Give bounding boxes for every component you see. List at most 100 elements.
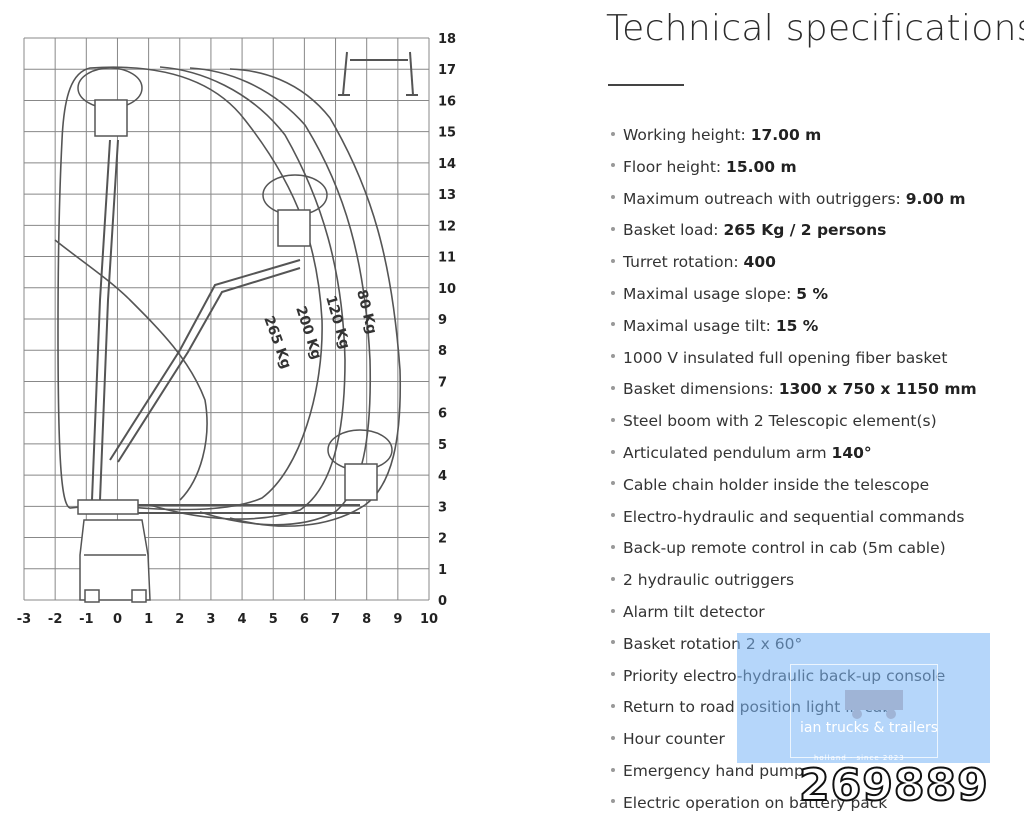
curve-200kg: [149, 66, 346, 520]
spec-label: 2 hydraulic outriggers: [623, 571, 795, 590]
y-tick-label: 7: [438, 375, 447, 390]
bullet-icon: [611, 258, 615, 263]
spec-label: Hour counter: [623, 730, 725, 749]
bullet-icon: [611, 354, 615, 359]
bullet-icon: [611, 608, 615, 613]
spec-label: Maximal usage tilt:: [623, 316, 776, 335]
y-tick-label: 4: [438, 469, 447, 484]
bullet-icon: [611, 576, 615, 581]
bullet-icon: [611, 322, 615, 327]
spec-value: 400: [743, 253, 776, 272]
y-tick-label: 13: [438, 188, 456, 203]
spec-value: 15 %: [775, 316, 819, 335]
spec-label: Emergency hand pump: [623, 762, 804, 780]
spec-label: Electro-hydraulic and sequential command…: [623, 507, 965, 526]
diagram-grid: [23, 37, 430, 601]
spec-label: Alarm tilt detector: [623, 603, 765, 621]
inner-curve: [54, 239, 208, 501]
spec-label: Cable chain holder inside the telescope: [623, 475, 930, 494]
curve-label-265: 265 Kg: [260, 314, 294, 371]
x-tick-label: 7: [331, 612, 340, 627]
title-divider: [608, 84, 684, 86]
curve-265kg: [57, 66, 323, 511]
bullet-icon: [611, 449, 615, 454]
y-tick-label: 16: [438, 94, 456, 109]
y-tick-label: 15: [438, 126, 456, 141]
spec-value: 265 Kg / 2 persons: [723, 221, 887, 240]
x-tick-label: 0: [113, 612, 122, 627]
x-tick-label: 4: [238, 612, 247, 627]
spec-item: Maximal usage slope: 5 %: [611, 285, 828, 303]
y-tick-label: 6: [438, 407, 447, 422]
bullet-icon: [611, 799, 615, 804]
spec-item: Maximum outreach with outriggers: 9.00 m: [611, 190, 966, 208]
basket-mid: [262, 174, 328, 247]
y-tick-label: 0: [438, 594, 447, 609]
truck-icon: [77, 499, 151, 603]
spec-item: Articulated pendulum arm 140°: [611, 444, 872, 462]
spec-item: Basket dimensions: 1300 x 750 x 1150 mm: [611, 380, 977, 398]
spec-item: Back-up remote control in cab (5m cable): [611, 539, 946, 557]
x-tick-label: 8: [362, 612, 371, 627]
spec-item: Hour counter: [611, 730, 725, 748]
basket-top: [77, 67, 143, 137]
spec-label: Basket load:: [623, 221, 724, 240]
curve-120kg: [189, 67, 372, 526]
y-tick-label: 2: [438, 532, 447, 547]
y-tick-label: 18: [438, 32, 456, 47]
spec-item: Maximal usage tilt: 15 %: [611, 317, 818, 335]
spec-label: Articulated pendulum arm: [623, 444, 832, 462]
bullet-icon: [611, 513, 615, 518]
bullet-icon: [611, 767, 615, 772]
y-tick-label: 3: [438, 500, 447, 515]
bullet-icon: [611, 385, 615, 390]
spec-item: Cable chain holder inside the telescope: [611, 476, 929, 494]
spec-item: 1000 V insulated full opening fiber bask…: [611, 349, 947, 367]
y-tick-label: 17: [438, 63, 456, 78]
spec-label: Steel boom with 2 Telescopic element(s): [623, 412, 937, 431]
spec-item: Electro-hydraulic and sequential command…: [611, 508, 965, 526]
x-tick-label: 6: [300, 612, 309, 627]
watermark-logo-frame: [790, 664, 938, 758]
bullet-icon: [611, 131, 615, 136]
y-tick-label: 14: [438, 157, 456, 172]
truck-logo-icon: [845, 690, 903, 719]
x-tick-label: 3: [206, 612, 215, 627]
spec-value: 1300 x 750 x 1150 mm: [778, 380, 977, 399]
page-title: Technical specifications: [606, 8, 1024, 49]
y-tick-label: 12: [438, 219, 456, 234]
curve-label-80: 80 Kg: [353, 288, 379, 336]
spec-label: Floor height:: [623, 157, 727, 176]
spec-label: Electric operation on battery pack: [623, 793, 888, 812]
x-tick-label: -2: [48, 612, 62, 627]
spec-label: Maximum outreach with outriggers:: [623, 189, 906, 208]
bullet-icon: [611, 290, 615, 295]
x-tick-label: 9: [393, 612, 402, 627]
bullet-icon: [611, 672, 615, 677]
spec-item: Steel boom with 2 Telescopic element(s): [611, 412, 937, 430]
bullet-icon: [611, 703, 615, 708]
spec-item: Turret rotation: 400: [611, 253, 776, 271]
curve-80kg: [229, 68, 402, 527]
spec-value: 15.00 m: [726, 157, 797, 176]
bullet-icon: [611, 735, 615, 740]
bullet-icon: [611, 195, 615, 200]
bullet-icon: [611, 163, 615, 168]
listing-id: 269889: [798, 759, 989, 812]
spec-item: Floor height: 15.00 m: [611, 158, 797, 176]
boom-arms: [91, 139, 360, 514]
x-tick-label: 5: [269, 612, 278, 627]
spec-item: Electric operation on battery pack: [611, 794, 887, 812]
y-tick-label: 1: [438, 563, 447, 578]
spec-value: 5 %: [796, 285, 828, 303]
bullet-icon: [611, 481, 615, 486]
watermark-tagline: holland · since 2023: [814, 754, 905, 762]
x-tick-label: 2: [175, 612, 184, 627]
outrigger-icon: [338, 51, 418, 96]
bullet-icon: [611, 544, 615, 549]
spec-label: Maximal usage slope:: [623, 285, 797, 303]
spec-label: 1000 V insulated full opening fiber bask…: [623, 348, 948, 367]
